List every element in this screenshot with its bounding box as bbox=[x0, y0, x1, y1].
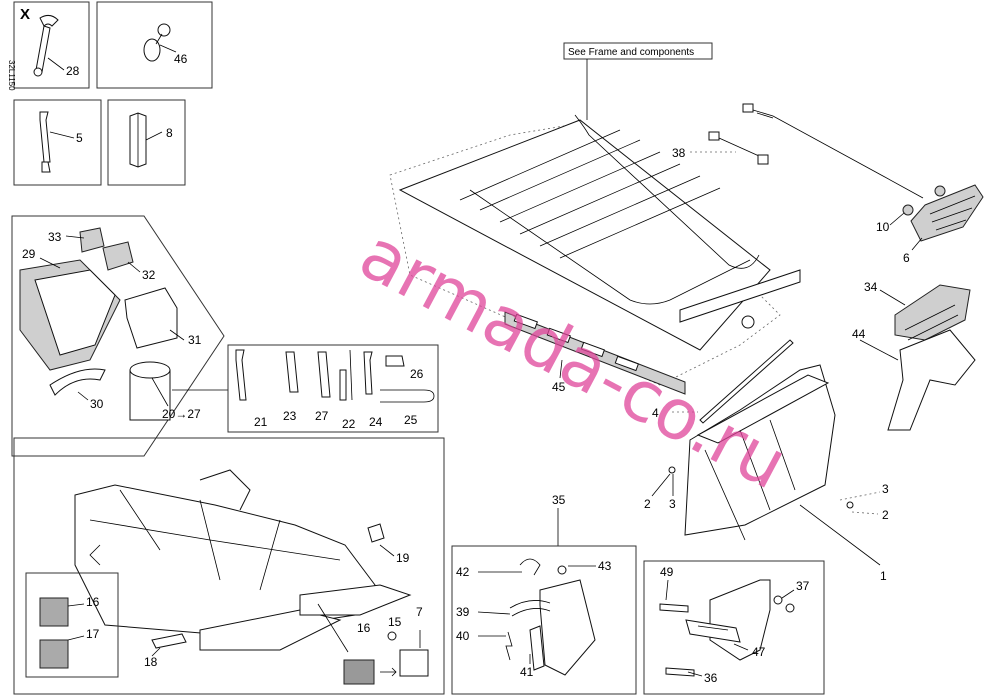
callout-44: 44 bbox=[852, 327, 866, 341]
callout-8: 8 bbox=[166, 126, 173, 140]
callout-32: 32 bbox=[142, 268, 156, 282]
box-storage-parts bbox=[11, 215, 225, 457]
note-box bbox=[563, 42, 713, 60]
callout-45: 45 bbox=[552, 380, 566, 394]
box-tool-5 bbox=[13, 99, 102, 186]
tool-kit-icons bbox=[235, 349, 435, 403]
screw-icon bbox=[668, 466, 676, 474]
callout-25: 25 bbox=[404, 413, 418, 427]
callout-40: 40 bbox=[456, 629, 470, 643]
callout-3a: 3 bbox=[669, 497, 676, 511]
pouch-7-icon bbox=[399, 649, 429, 677]
callout-35: 35 bbox=[552, 493, 566, 507]
callout-16a: 16 bbox=[86, 595, 100, 609]
callout-16b: 16 bbox=[357, 621, 371, 635]
wire-harness-icon bbox=[708, 103, 924, 199]
hex-key-icon bbox=[129, 112, 147, 168]
box-snowmobile bbox=[13, 437, 445, 695]
arrow-icon bbox=[380, 667, 397, 677]
callout-30: 30 bbox=[90, 397, 104, 411]
callout-29: 29 bbox=[22, 247, 36, 261]
callout-5: 5 bbox=[76, 131, 83, 145]
callout-6: 6 bbox=[903, 251, 910, 265]
open-wrench-icon bbox=[39, 111, 51, 173]
callout-4: 4 bbox=[652, 406, 659, 420]
callout-38: 38 bbox=[672, 146, 686, 160]
callout-28: 28 bbox=[66, 64, 80, 78]
tunnel-frame-icon bbox=[389, 114, 801, 386]
callout-42: 42 bbox=[456, 565, 470, 579]
callout-2a: 2 bbox=[644, 497, 651, 511]
decal-16-icon bbox=[39, 597, 69, 627]
callout-20-27: 20→27 bbox=[162, 407, 201, 421]
spanner-wrench-icon bbox=[33, 14, 59, 77]
note-frame: See Frame and components bbox=[568, 47, 694, 58]
suction-cup-icon bbox=[143, 23, 171, 62]
callout-27: 27 bbox=[315, 409, 329, 423]
callout-19: 19 bbox=[396, 551, 410, 565]
decal-icon bbox=[367, 523, 385, 543]
box-tool-46 bbox=[96, 1, 213, 89]
box-decals bbox=[25, 572, 119, 678]
callout-7: 7 bbox=[416, 605, 423, 619]
nut-15-icon bbox=[387, 631, 397, 641]
nut-icon bbox=[846, 501, 854, 509]
box-latch bbox=[451, 545, 637, 695]
callout-31: 31 bbox=[188, 333, 202, 347]
latch-icon bbox=[505, 558, 596, 676]
callout-36: 36 bbox=[704, 671, 718, 685]
callout-21: 21 bbox=[254, 415, 268, 429]
callout-34: 34 bbox=[864, 280, 878, 294]
box-hitch bbox=[643, 560, 825, 695]
card-16-icon bbox=[343, 659, 375, 685]
box-tool-28 bbox=[13, 1, 90, 89]
callout-10: 10 bbox=[876, 220, 890, 234]
callout-47: 47 bbox=[752, 645, 766, 659]
taillight-housing-icon bbox=[887, 284, 976, 431]
headlight-icon bbox=[902, 184, 984, 242]
decal-18-icon bbox=[151, 633, 187, 649]
decal-17-icon bbox=[39, 639, 69, 669]
drawing-code: 32L1150 bbox=[7, 60, 16, 91]
callout-22: 22 bbox=[342, 417, 356, 431]
callout-39: 39 bbox=[456, 605, 470, 619]
callout-23: 23 bbox=[283, 409, 297, 423]
callout-24: 24 bbox=[369, 415, 383, 429]
callout-37: 37 bbox=[796, 579, 810, 593]
callout-43: 43 bbox=[598, 559, 612, 573]
callout-1: 1 bbox=[880, 569, 887, 583]
strip-4-icon bbox=[699, 339, 794, 424]
snowflap-icon bbox=[684, 364, 836, 541]
callout-15: 15 bbox=[388, 615, 402, 629]
snowmobile-icon bbox=[74, 469, 412, 651]
callout-33: 33 bbox=[48, 230, 62, 244]
x-marker: X bbox=[20, 6, 30, 23]
hitch-bracket-icon bbox=[659, 579, 795, 677]
callout-3b: 3 bbox=[882, 482, 889, 496]
storage-bag-icon bbox=[19, 227, 178, 421]
box-tool-8 bbox=[107, 99, 186, 186]
callout-18: 18 bbox=[144, 655, 158, 669]
callout-17: 17 bbox=[86, 627, 100, 641]
callout-49: 49 bbox=[660, 565, 674, 579]
rail-45-icon bbox=[504, 311, 686, 395]
callout-41: 41 bbox=[520, 665, 534, 679]
callout-2b: 2 bbox=[882, 508, 889, 522]
box-tool-kit bbox=[227, 344, 439, 433]
callout-46: 46 bbox=[174, 52, 188, 66]
callout-26: 26 bbox=[410, 367, 424, 381]
